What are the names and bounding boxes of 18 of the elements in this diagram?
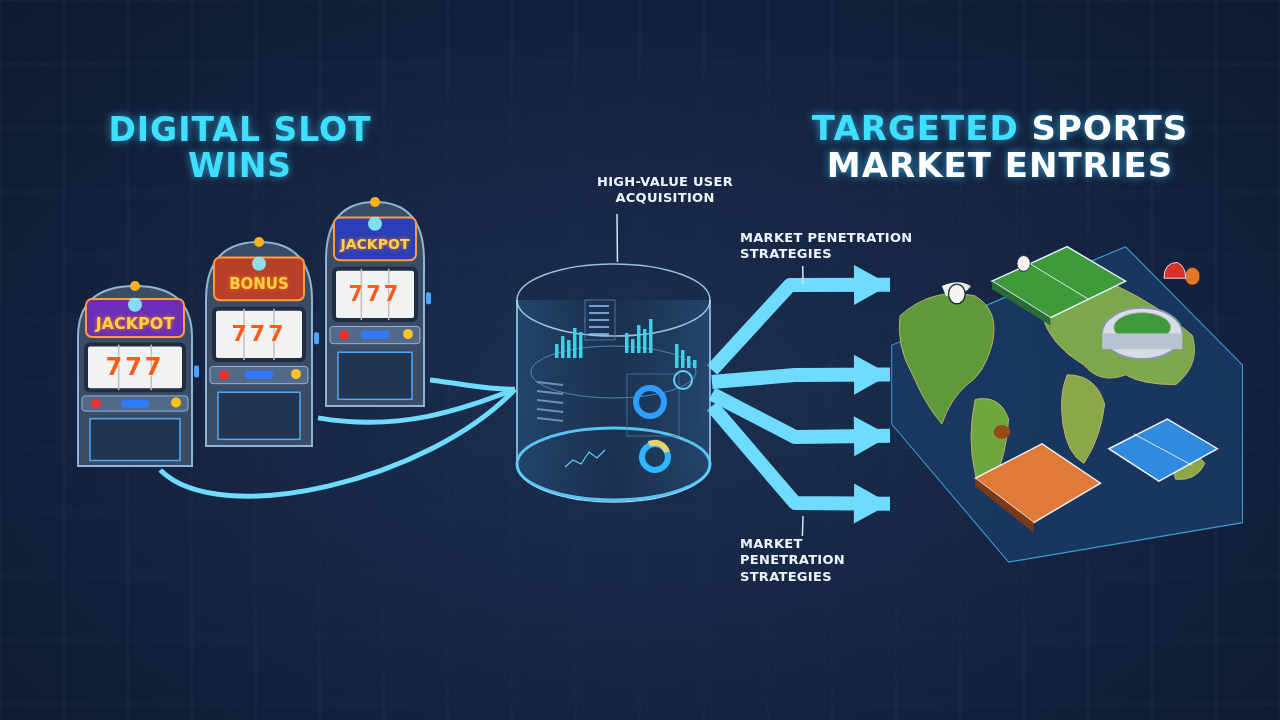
- heading: DIGITAL SLOT WINS: [107, 112, 373, 185]
- machine-sign-text: BONUS: [228, 277, 290, 293]
- leader-line: [801, 515, 804, 537]
- arrow: [708, 387, 891, 457]
- machine-sign-text: JACKPOT: [93, 316, 176, 333]
- callout-text: MARKET PENETRATION STRATEGIES: [740, 536, 847, 585]
- arrow: [711, 354, 891, 395]
- heading: TARGETED SPORTS MARKET ENTRIES: [810, 110, 1190, 185]
- leader-line: [801, 265, 804, 285]
- reel-symbols: 777: [230, 323, 288, 346]
- callout-text: MARKET PENETRATION STRATEGIES: [740, 230, 914, 263]
- machine-sign-text: JACKPOT: [338, 237, 411, 252]
- leader-line: [616, 213, 619, 263]
- reel-symbols: 777: [104, 355, 166, 380]
- data-stream: [158, 387, 517, 499]
- reel-symbols: 777: [347, 283, 403, 305]
- callout-text: HIGH-VALUE USER ACQUISITION: [595, 174, 735, 207]
- data-stream: [429, 377, 516, 392]
